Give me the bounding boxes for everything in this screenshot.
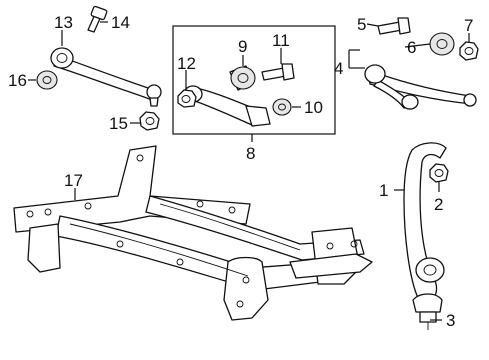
bushing-6 [429, 32, 455, 56]
bolt-11 [261, 63, 295, 81]
inset-box-group-8 [172, 25, 336, 135]
nut-7 [459, 41, 479, 61]
nut-12 [177, 89, 197, 108]
callout-5: 5 [357, 15, 366, 34]
crossmember-17 [13, 145, 373, 321]
callout-2: 2 [434, 195, 443, 214]
callout-1: 1 [379, 181, 388, 200]
bushing-10 [272, 98, 292, 116]
leader-lines [28, 21, 470, 321]
nut-2 [429, 163, 449, 183]
callout-6: 6 [407, 38, 416, 57]
callouts: 13 14 16 15 17 9 11 12 10 8 5 6 7 4 1 2 … [8, 13, 473, 330]
callout-3: 3 [446, 311, 455, 330]
tension-strut-8 [183, 85, 271, 127]
callout-10: 10 [304, 98, 323, 117]
callout-12: 12 [177, 54, 196, 73]
callout-11: 11 [272, 31, 290, 50]
callout-15: 15 [109, 114, 128, 133]
callout-13: 13 [54, 13, 73, 32]
callout-16: 16 [8, 71, 27, 90]
ball-joint-3 [412, 293, 443, 330]
upper-control-arm-left [50, 47, 162, 107]
callout-7: 7 [464, 16, 473, 35]
callout-8: 8 [246, 144, 255, 163]
callout-4: 4 [334, 59, 343, 78]
bolt-14 [87, 5, 108, 33]
callout-17: 17 [64, 171, 83, 190]
callout-14: 14 [111, 13, 130, 32]
callout-9: 9 [238, 37, 247, 56]
bushing-9 [229, 65, 256, 91]
steering-knuckle-1 [403, 142, 447, 301]
bolt-5 [377, 17, 411, 35]
nut-15 [139, 111, 160, 131]
bushing-16 [36, 70, 58, 90]
upper-control-arm-right [364, 64, 477, 110]
